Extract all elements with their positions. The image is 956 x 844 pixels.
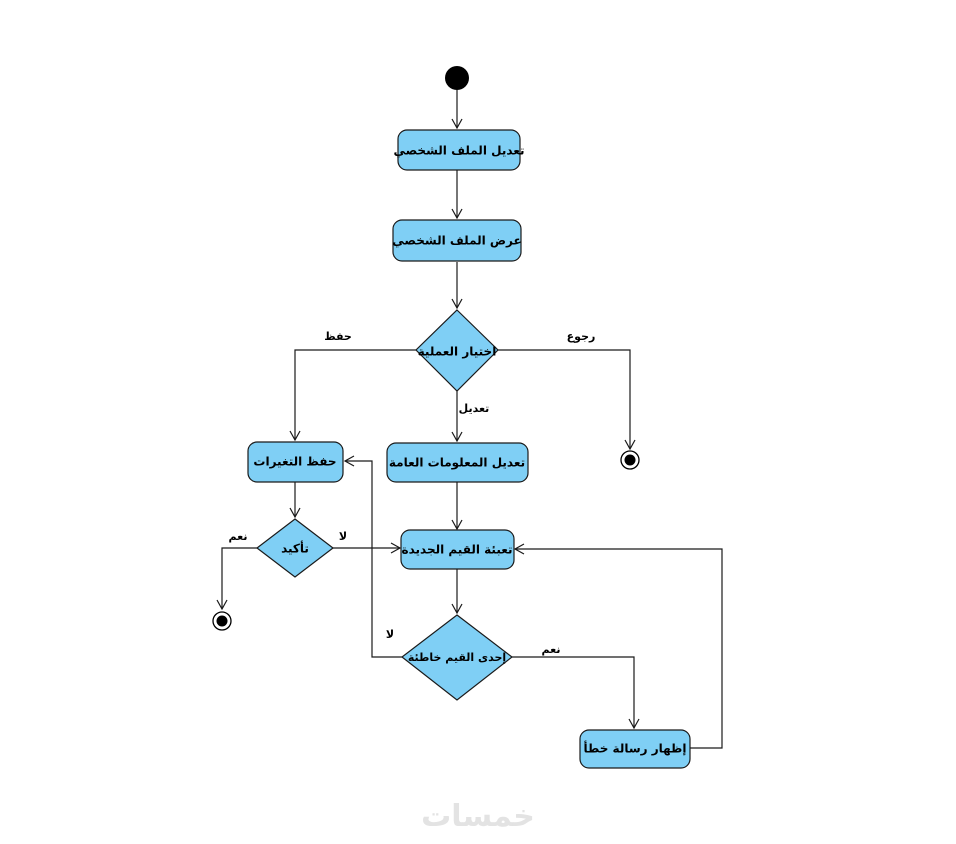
activity-edit-profile: تعديل الملف الشخصي	[393, 129, 525, 171]
activity-fill-new-values: تعبئة القيم الجديدة	[400, 529, 515, 570]
edge-label-invalid-yes: نعم	[542, 643, 561, 656]
end-node-back	[620, 450, 640, 470]
edge-label-invalid-no: لا	[386, 628, 394, 641]
edge-label-edit: تعديل	[459, 402, 490, 415]
edge-label-confirm-no: لا	[339, 530, 347, 543]
activity-save-changes-label: حفظ التغيرات	[253, 455, 336, 469]
edge-label-save: حفظ	[324, 330, 352, 343]
decision-invalid-value-label: إحدى القيم خاطئة	[408, 651, 506, 664]
activity-save-changes: حفظ التغيرات	[247, 441, 344, 483]
end-node-confirm	[212, 611, 232, 631]
edge-error-to-fill	[513, 543, 723, 749]
edge-invalid-no-to-save	[343, 455, 402, 658]
activity-show-profile: عرض الملف الشخصي	[392, 219, 522, 262]
activity-edit-profile-label: تعديل الملف الشخصي	[393, 144, 524, 158]
watermark-logo: خمسات	[421, 799, 535, 834]
activity-fill-new-values-label: تعبئة القيم الجديدة	[402, 543, 513, 557]
decision-invalid-value: إحدى القيم خاطئة	[401, 614, 513, 701]
activity-edit-general-info-label: تعديل المعلومات العامة	[389, 456, 525, 471]
decision-confirm-label: تأكيد	[281, 541, 309, 556]
activity-show-error: إظهار رسالة خطأ	[579, 729, 691, 769]
start-node	[445, 66, 469, 90]
edge-invalid-yes-to-error	[512, 656, 640, 730]
edge-choose-to-back	[498, 349, 636, 451]
activity-show-error-label: إظهار رسالة خطأ	[584, 741, 687, 756]
edge-choose-to-save	[289, 349, 416, 442]
decision-choose-operation: اختيار العملية	[415, 309, 499, 392]
edge-label-back: رجوع	[567, 330, 596, 343]
decision-confirm: تأكيد	[256, 518, 334, 578]
edge-label-confirm-yes: نعم	[229, 530, 248, 543]
decision-choose-operation-label: اختيار العملية	[418, 345, 497, 359]
activity-edit-general-info: تعديل المعلومات العامة	[386, 442, 529, 483]
activity-show-profile-label: عرض الملف الشخصي	[392, 234, 521, 248]
edge-confirm-yes-to-end	[216, 547, 257, 611]
